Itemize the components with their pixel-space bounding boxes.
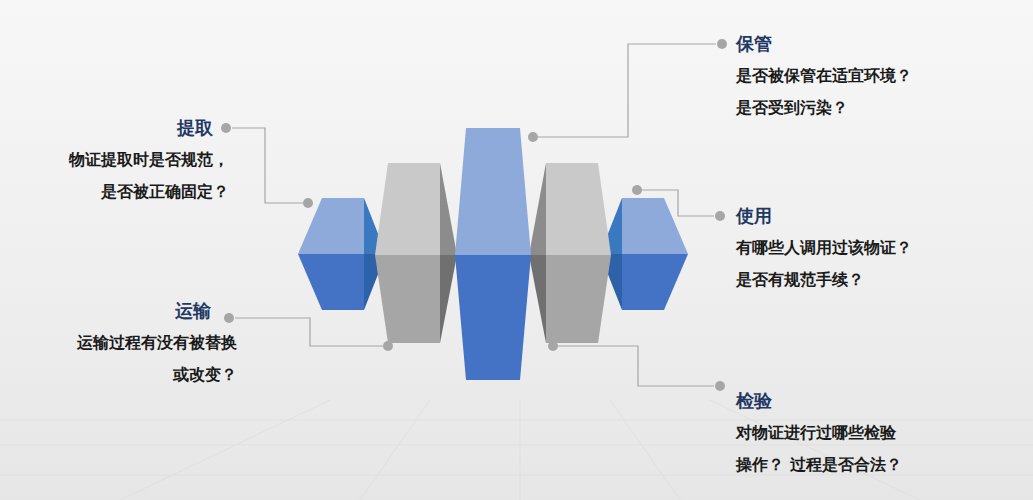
block-top	[375, 163, 440, 255]
question-text: 物证提取时是否规范， 是否被正确固定？	[67, 144, 229, 208]
leader-dot	[715, 211, 725, 221]
leader-dot	[221, 123, 231, 133]
heading: 使用	[736, 202, 914, 230]
leader-dot	[717, 39, 727, 49]
leader-dot	[303, 198, 313, 208]
leader-dots	[221, 39, 727, 391]
question-text: 运输过程有没有被替换 或改变？	[75, 327, 237, 391]
box-top	[298, 198, 364, 254]
bar-top	[455, 128, 531, 255]
leader-line	[232, 128, 303, 203]
heading: 检验	[736, 387, 904, 415]
leader-line	[642, 190, 714, 216]
bars-illustration	[298, 128, 688, 380]
leader-lines	[232, 44, 716, 386]
text-group: 运输运输过程有没有被替换 或改变？	[75, 297, 237, 391]
box-bottom	[622, 254, 688, 310]
leader-line	[235, 318, 383, 346]
block-bottom	[546, 255, 611, 343]
floor-grid	[0, 400, 1033, 500]
block-side	[529, 255, 546, 343]
leader-dot	[632, 185, 642, 195]
block-top	[546, 163, 611, 255]
block-side	[440, 255, 457, 343]
text-group: 保管是否被保管在适宜环境？ 是否受到污染？	[736, 30, 914, 124]
leader-dot	[528, 132, 538, 142]
leader-dot	[548, 341, 558, 351]
question-text: 有哪些人调用过该物证？ 是否有规范手续？	[736, 232, 914, 296]
text-group: 检验对物证进行过哪些检验 操作？ 过程是否合法？	[736, 387, 904, 481]
block-bottom	[375, 255, 440, 343]
leader-line	[538, 44, 716, 137]
block-side	[440, 163, 457, 255]
text-group: 提取物证提取时是否规范， 是否被正确固定？	[67, 114, 229, 208]
question-text: 是否被保管在适宜环境？ 是否受到污染？	[736, 60, 914, 124]
heading: 保管	[736, 30, 914, 58]
bar-bottom	[455, 255, 531, 380]
leader-dot	[224, 313, 234, 323]
box-bottom	[298, 254, 364, 310]
heading: 提取	[67, 114, 229, 142]
heading: 运输	[75, 297, 237, 325]
leader-dot	[715, 381, 725, 391]
leader-dot	[383, 341, 393, 351]
block-side	[529, 163, 546, 255]
leader-line	[558, 346, 714, 386]
text-group: 使用有哪些人调用过该物证？ 是否有规范手续？	[736, 202, 914, 296]
question-text: 对物证进行过哪些检验 操作？ 过程是否合法？	[736, 417, 904, 481]
